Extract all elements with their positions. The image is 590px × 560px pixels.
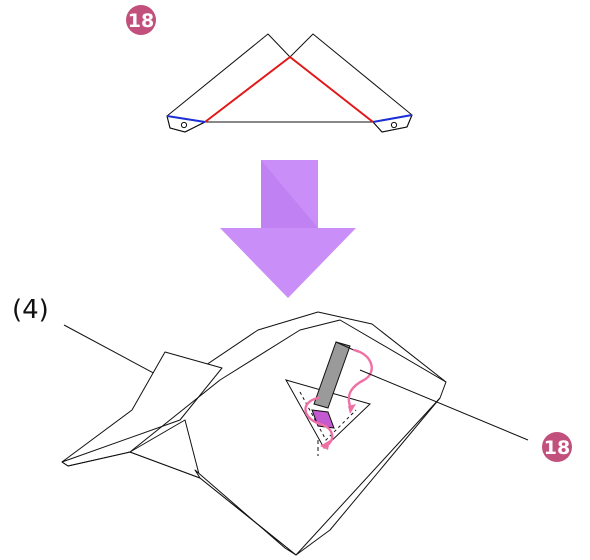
folded-part-top	[166, 33, 413, 133]
right-edge-line	[295, 397, 441, 556]
strip-body	[313, 341, 351, 409]
insertion-arrows	[304, 348, 373, 450]
blue-fold-line-right	[372, 114, 413, 123]
step-badge-top-number: 18	[128, 10, 154, 32]
folded-part-outline	[166, 33, 413, 133]
edge-line	[61, 451, 131, 467]
pink-arrowhead-lower	[320, 440, 330, 450]
down-arrow-shape	[220, 160, 356, 298]
main-assembly	[61, 311, 447, 556]
red-fold-line	[204, 56, 374, 123]
down-arrow	[220, 160, 356, 298]
step-badge-callout-number: 18	[544, 437, 570, 459]
underside-panel	[194, 469, 297, 556]
left-tab-hole	[180, 121, 188, 129]
ridge-line	[129, 319, 447, 453]
blue-fold-line-left	[166, 115, 206, 123]
pink-arrow-upper	[347, 348, 373, 408]
step-badge-top: 18	[126, 5, 156, 35]
pink-arrowhead-upper	[348, 404, 356, 414]
step-badge-top-circle	[126, 5, 156, 35]
step-badge-callout-circle	[542, 432, 572, 462]
wing-flap	[129, 419, 201, 479]
right-tab-hole	[390, 121, 398, 129]
callout-leader	[359, 369, 529, 441]
pink-arrow-lower	[304, 396, 334, 448]
down-arrow-shade	[261, 160, 318, 228]
slot-dashed	[299, 391, 357, 441]
part-label: (4)	[12, 295, 49, 325]
step-badge-callout: 18	[542, 432, 572, 462]
left-wing	[61, 351, 223, 463]
